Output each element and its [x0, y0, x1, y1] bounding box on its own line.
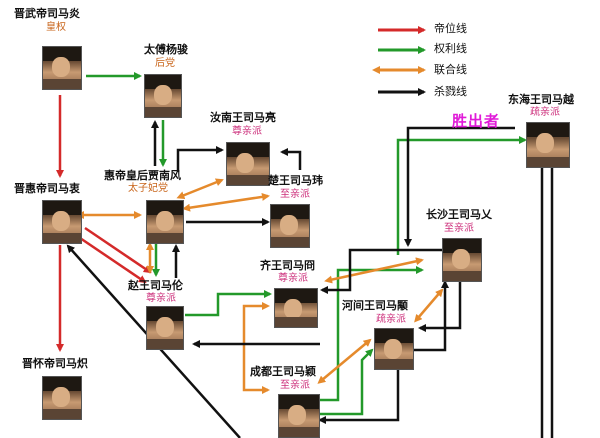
portrait-yong	[374, 328, 414, 370]
legend-label-red: 帝位线	[434, 22, 467, 35]
green-lun-jiong	[185, 290, 272, 317]
green-ai-yue	[396, 136, 527, 255]
person-name-jianan: 惠帝皇后贾南风	[104, 169, 181, 182]
person-name-ai: 长沙王司马乂	[426, 208, 492, 221]
legend-label-black: 杀戮线	[434, 85, 467, 98]
portrait-liang	[226, 142, 270, 186]
portrait-wudi	[42, 46, 82, 90]
alliance-lines	[76, 178, 444, 394]
person-faction-ai: 至亲派	[444, 223, 474, 234]
legend-lines	[372, 26, 426, 96]
black-wei-liang	[280, 148, 302, 170]
person-faction-wudi: 皇权	[46, 22, 66, 33]
black-yong-ying	[318, 370, 400, 424]
legend-label-orange: 联合线	[434, 63, 467, 76]
red-huidi-lun-1	[84, 226, 152, 274]
person-faction-liang: 尊亲派	[232, 126, 262, 137]
black-ying-yong	[418, 282, 462, 332]
winner-label: 胜出者	[452, 112, 501, 130]
person-name-yangjun: 太傅杨骏	[144, 43, 188, 56]
portrait-ai	[442, 238, 482, 282]
person-name-huaidi: 晋怀帝司马炽	[22, 357, 88, 370]
person-name-ying: 成都王司马颖	[250, 365, 316, 378]
orange-yong-ai	[414, 288, 444, 323]
portrait-yangjun	[144, 74, 182, 118]
portrait-wei	[270, 204, 310, 248]
throne-lines	[56, 95, 152, 352]
orange-jiong-yong-ying	[242, 302, 270, 394]
person-name-liang: 汝南王司马亮	[210, 111, 276, 124]
person-faction-wei: 至亲派	[280, 189, 310, 200]
person-faction-jiong: 尊亲派	[278, 273, 308, 284]
legend-label-green: 权利线	[434, 42, 467, 55]
person-name-yue: 东海王司马越	[508, 93, 574, 106]
person-faction-yangjun: 后党	[155, 58, 175, 69]
portrait-huaidi	[42, 376, 82, 420]
black-ai-jiong	[320, 248, 450, 294]
person-faction-lun: 尊亲派	[146, 293, 176, 304]
portrait-yue	[526, 122, 570, 168]
orange-ying-yong	[317, 338, 372, 384]
person-faction-ying: 至亲派	[280, 380, 310, 391]
person-name-wudi: 晋武帝司马炎	[14, 7, 80, 20]
person-name-wei: 楚王司马玮	[268, 174, 323, 187]
portrait-jiong	[274, 288, 318, 328]
person-name-huidi: 晋惠帝司马衷	[14, 182, 80, 195]
portrait-jianan	[146, 200, 184, 244]
black-yong-ai	[410, 280, 449, 352]
person-name-lun: 赵王司马伦	[128, 279, 183, 292]
orange-jianan-liang	[176, 178, 224, 199]
black-yue-ai	[404, 126, 515, 247]
portrait-ying	[278, 394, 320, 438]
person-faction-yue: 疏亲派	[530, 107, 560, 118]
person-name-jiong: 齐王司马冏	[260, 259, 315, 272]
orange-jiong-ai	[324, 257, 424, 284]
black-jianan-liang	[176, 146, 224, 172]
person-name-yong: 河间王司马颙	[342, 299, 408, 312]
portrait-lun	[146, 306, 184, 350]
orange-jianan-wei	[182, 192, 270, 212]
person-faction-yong: 疏亲派	[376, 314, 406, 325]
person-faction-jianan: 太子妃党	[128, 183, 168, 194]
red-huidi-lun-2	[79, 236, 147, 284]
portrait-huidi	[42, 200, 82, 244]
